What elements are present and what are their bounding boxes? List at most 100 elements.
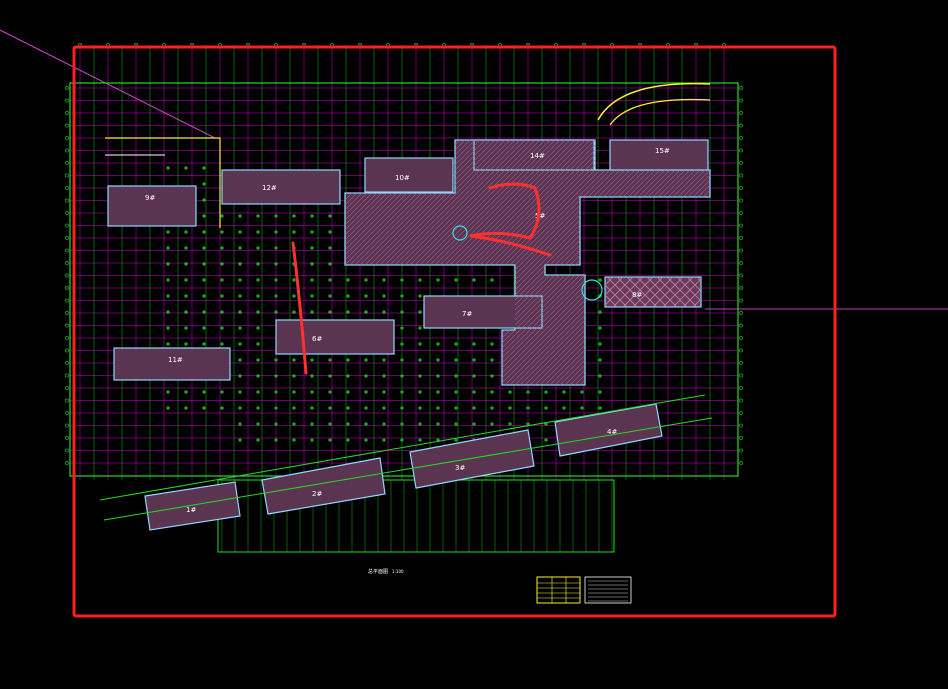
grid-axis-bubble — [739, 223, 743, 228]
grid-axis-bubble — [739, 198, 743, 203]
building-2-footprint — [261, 457, 386, 515]
grid-axis-bubble — [739, 386, 743, 390]
stair-core-marker — [452, 225, 468, 241]
grid-axis-bubble — [739, 311, 743, 315]
west-access-line — [105, 137, 221, 228]
drawing-scale: 1:100 — [392, 569, 404, 574]
grid-axis-bubble — [739, 148, 743, 153]
review-markup-line — [291, 241, 308, 375]
ramp-curve-inner — [609, 98, 711, 126]
drawing-title: 总平面图 — [368, 568, 388, 575]
podium-hatch — [345, 140, 710, 385]
grid-axis-bubble — [739, 286, 743, 290]
building-15-footprint — [609, 139, 709, 171]
grid-boundary-frame — [69, 82, 739, 477]
grid-axis-bubble — [65, 211, 69, 215]
grid-axis-bubble — [739, 273, 743, 278]
grid-axis-bubble — [65, 248, 69, 253]
grid-axis-bubble — [65, 198, 69, 203]
grid-axis-bubble — [65, 148, 69, 153]
grid-axis-bubble — [65, 261, 69, 265]
building-8-crosshatch — [605, 277, 701, 307]
building-12-footprint — [221, 169, 341, 205]
building-label-b14: 5# — [535, 212, 545, 220]
building-1-footprint — [144, 481, 241, 531]
grid-axis-bubble — [65, 186, 69, 190]
grid-axis-bubble — [739, 98, 743, 103]
review-frame-border — [72, 45, 837, 618]
grid-axis-bubble — [65, 273, 69, 278]
grid-axis-bubble — [65, 361, 69, 365]
grid-axis-bubble — [65, 436, 69, 440]
building-label-b5: 15# — [655, 147, 670, 155]
building-6-footprint — [275, 319, 395, 355]
grid-axis-bubble — [65, 461, 69, 465]
building-label-b12: 3# — [455, 464, 465, 472]
grid-axis-bubble — [65, 298, 69, 303]
grid-axis-bubble — [65, 111, 69, 115]
grid-axis-bubble — [739, 211, 743, 215]
grid-axis-bubble — [739, 436, 743, 440]
building-label-b10: 1# — [186, 506, 196, 514]
grid-axis-bubble — [65, 411, 69, 415]
grid-axis-bubble — [65, 86, 69, 90]
grid-axis-bubble — [65, 311, 69, 315]
grid-axis-bubble — [739, 123, 743, 128]
building-labels: 9# 12# 10# 14# 15# 8# 7# 6# 11# 1# 2# 3# 4# 5# — [145, 147, 670, 514]
grid-axis-bubble — [65, 323, 69, 328]
building-9-footprint — [107, 185, 197, 227]
grid-axis-bubble — [739, 336, 743, 340]
grid-axis-bubble — [739, 298, 743, 303]
grid-axis-bubble — [739, 411, 743, 415]
building-label-b13: 4# — [607, 428, 617, 436]
grid-axis-bubble — [65, 173, 69, 178]
grid-axis-bubble — [739, 361, 743, 365]
building-label-b2: 12# — [262, 184, 277, 192]
building-label-b6: 8# — [632, 291, 642, 299]
grid-axis-bubble — [739, 186, 743, 190]
grid-axis-bubble — [739, 461, 743, 465]
building-11-footprint — [113, 347, 231, 381]
grid-axis-bubble — [65, 423, 69, 428]
grid-axis-bubble — [65, 286, 69, 290]
grid-axis-bubble — [65, 448, 69, 453]
building-4-footprint — [554, 403, 663, 457]
circular-core-marker — [581, 279, 603, 301]
building-label-b4: 14# — [530, 152, 545, 160]
grid-axis-bubble — [739, 86, 743, 90]
building-label-b8: 6# — [312, 335, 322, 343]
legend-table — [536, 576, 632, 604]
grid-axis-bubble — [65, 136, 69, 140]
reference-leader-line — [0, 29, 216, 139]
building-label-b1: 9# — [145, 194, 155, 202]
grid-axis-bubble — [739, 236, 743, 240]
grid-axis-bubble — [739, 248, 743, 253]
grid-axis-bubble — [739, 111, 743, 115]
grid-axis-bubble — [65, 336, 69, 340]
grid-axis-bubble — [739, 423, 743, 428]
grid-axis-bubble — [65, 161, 69, 165]
grid-axis-bubble — [65, 373, 69, 378]
grid-axis-bubble — [65, 236, 69, 240]
slanted-grid-line-2 — [103, 417, 713, 521]
grid-axis-bubble — [739, 136, 743, 140]
slanted-grid-line-1 — [99, 394, 706, 501]
grid-axis-bubble — [739, 348, 743, 353]
building-label-b9: 11# — [168, 356, 183, 364]
grid-axis-bubble — [739, 261, 743, 265]
grid-axis-bubble — [65, 123, 69, 128]
grid-axis-bubble — [739, 398, 743, 403]
grid-axis-bubble — [65, 223, 69, 228]
grid-axis-bubble — [65, 348, 69, 353]
legend-box-right — [584, 576, 632, 604]
grid-axis-bubble — [739, 448, 743, 453]
building-3-footprint — [409, 429, 535, 489]
building-label-b3: 10# — [395, 174, 410, 182]
grid-axis-bubble — [739, 173, 743, 178]
building-label-b11: 2# — [312, 490, 322, 498]
grid-axis-bubble — [739, 373, 743, 378]
grid-axis-bubble — [739, 323, 743, 328]
building-label-b7: 7# — [462, 310, 472, 318]
